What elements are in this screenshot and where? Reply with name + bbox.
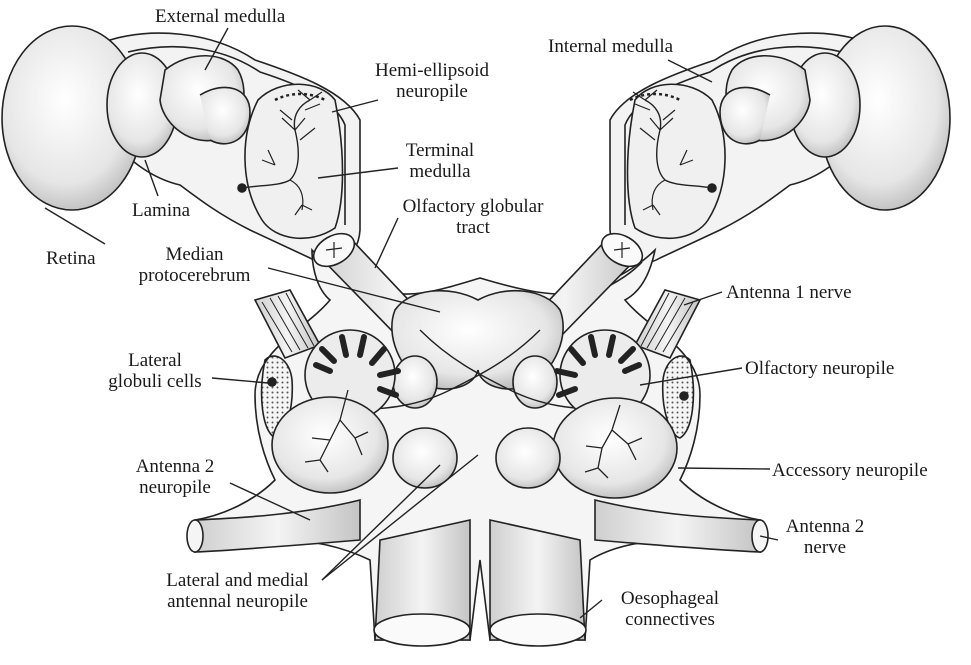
label-external-medulla: External medulla (155, 6, 285, 27)
terminal-medulla-left (245, 84, 343, 238)
label-retina: Retina (46, 248, 96, 269)
accessory-neuropile-right (553, 398, 677, 498)
label-antenna-1-nerve: Antenna 1 nerve (726, 282, 852, 303)
label-lamina: Lamina (132, 200, 190, 221)
accessory-neuropile-left (272, 397, 388, 493)
right-eyestalk (610, 26, 950, 263)
label-olfactory-neuropile: Olfactory neuropile (745, 358, 894, 379)
label-accessory-neuropile: Accessory neuropile (772, 460, 928, 481)
left-eyestalk (2, 26, 360, 263)
label-internal-medulla: Internal medulla (548, 36, 673, 57)
